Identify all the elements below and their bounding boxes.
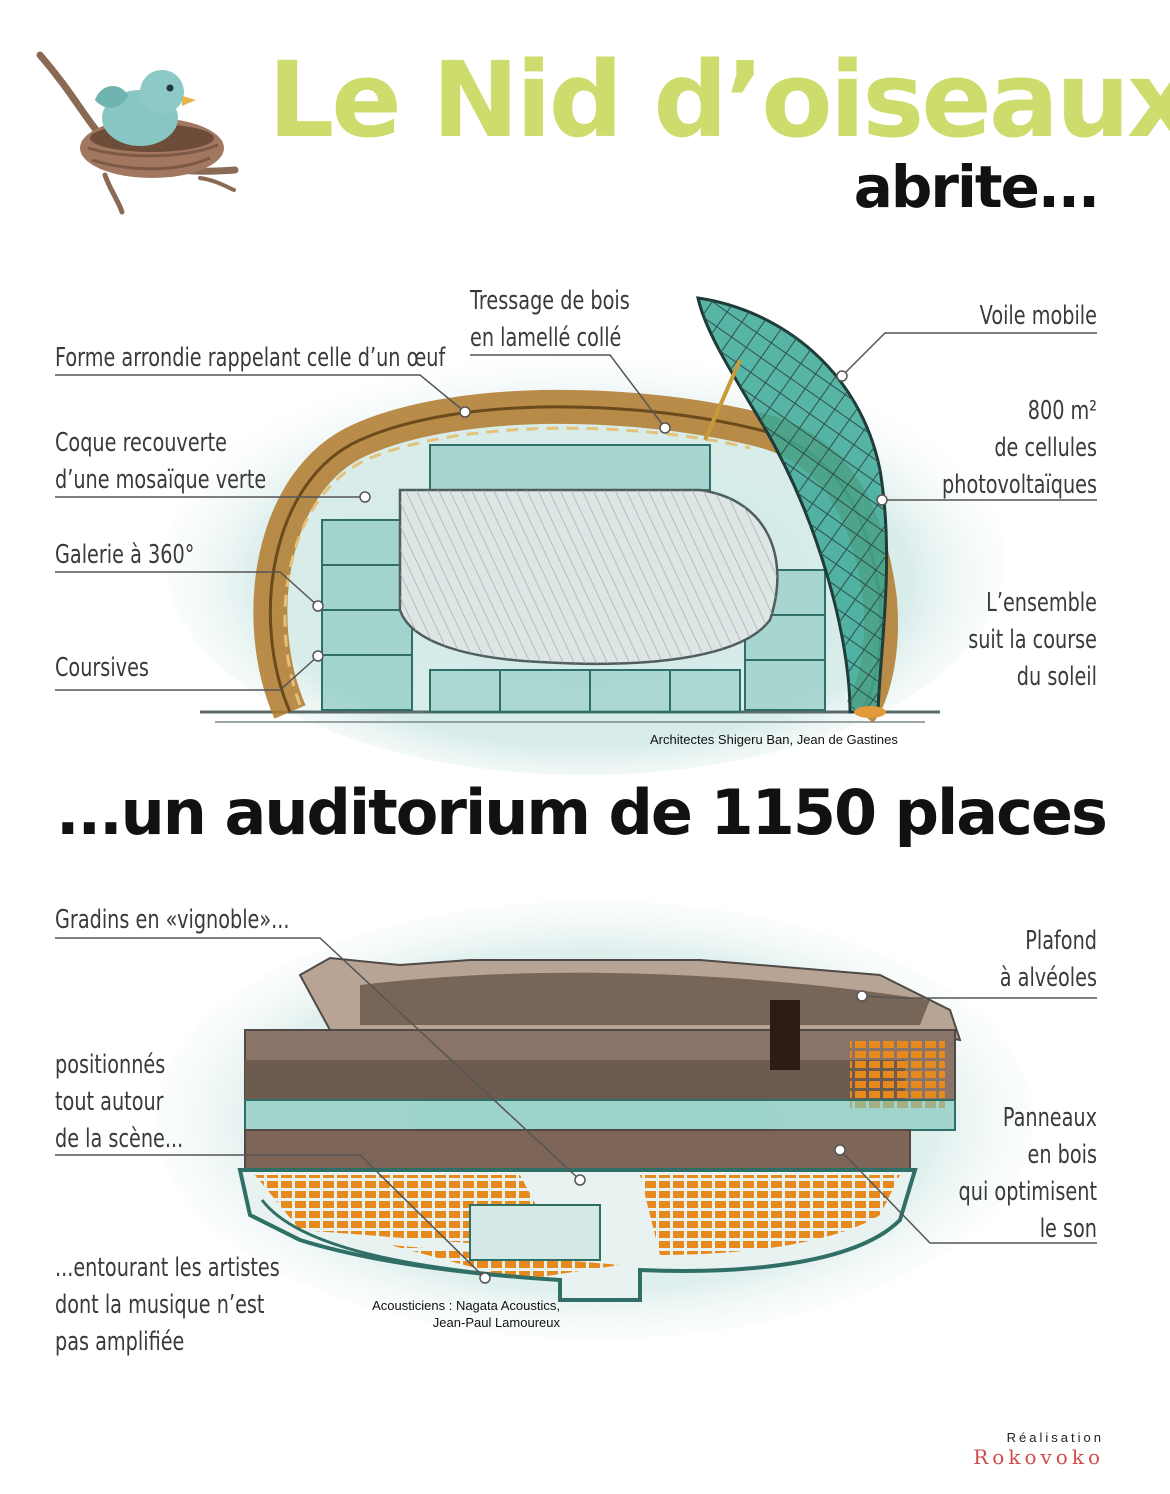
label-position-line3: de la scène...	[55, 1124, 184, 1154]
page-title: Le Nid d’oiseaux	[268, 39, 1170, 161]
label-cellules-line3: photovoltaïques	[942, 470, 1097, 500]
auditorium-heading: ...un auditorium de 1150 places	[56, 776, 1108, 849]
label-coque-line1: Coque recouverte	[55, 428, 227, 458]
label-plafond-line1: Plafond	[1025, 926, 1097, 956]
auditorium-leader-dots	[479, 990, 868, 1284]
label-soleil-line3: du soleil	[1016, 662, 1097, 692]
label-position-line1: positionnés	[55, 1050, 166, 1080]
building-section	[165, 296, 1005, 775]
label-entourant-line2: dont la musique n’est	[55, 1290, 265, 1320]
brand-name: Rokovoko	[973, 1445, 1104, 1469]
label-soleil-line1: L’ensemble	[986, 588, 1097, 618]
label-panneaux-line3: qui optimisent	[958, 1177, 1097, 1207]
label-cellules-line1: 800 m²	[1027, 396, 1097, 426]
auditorium-leader-lines	[55, 937, 1097, 1279]
label-soleil-line2: suit la course	[968, 625, 1097, 655]
label-tressage-line2: en lamellé collé	[470, 323, 622, 353]
page-subtitle: abrite...	[853, 153, 1100, 221]
label-panneaux-line2: en bois	[1027, 1140, 1097, 1170]
label-panneaux-line1: Panneaux	[1002, 1103, 1097, 1133]
label-tressage-line1: Tressage de bois	[470, 286, 630, 316]
building-leader-dots	[312, 370, 888, 662]
label-cellules-line2: de cellules	[994, 433, 1097, 463]
label-voile: Voile mobile	[979, 301, 1097, 331]
label-panneaux-line4: le son	[1039, 1214, 1097, 1244]
label-galerie: Galerie à 360°	[55, 540, 195, 570]
label-coursives: Coursives	[55, 653, 149, 683]
label-position-line2: tout autour	[55, 1087, 164, 1117]
bird-nest-logo	[36, 51, 239, 215]
label-coque-line2: d’une mosaïque verte	[55, 465, 267, 495]
label-entourant-line1: ...entourant les artistes	[55, 1253, 280, 1283]
label-plafond-line2: à alvéoles	[999, 963, 1097, 993]
label-forme: Forme arrondie rappelant celle d’un œuf	[55, 343, 446, 373]
architects-credit: Architectes Shigeru Ban, Jean de Gastine…	[650, 732, 898, 747]
building-leader-lines	[55, 332, 1097, 691]
realisation-credit: Réalisation Rokovoko	[973, 1430, 1104, 1469]
realisation-label: Réalisation	[1006, 1430, 1104, 1445]
label-entourant-line3: pas amplifiée	[55, 1327, 185, 1357]
acousticians-credit-line2: Jean-Paul Lamoureux	[432, 1315, 560, 1330]
label-gradins: Gradins en «vignoble»...	[55, 905, 290, 935]
acousticians-credit-line1: Acousticiens : Nagata Acoustics,	[372, 1298, 560, 1313]
